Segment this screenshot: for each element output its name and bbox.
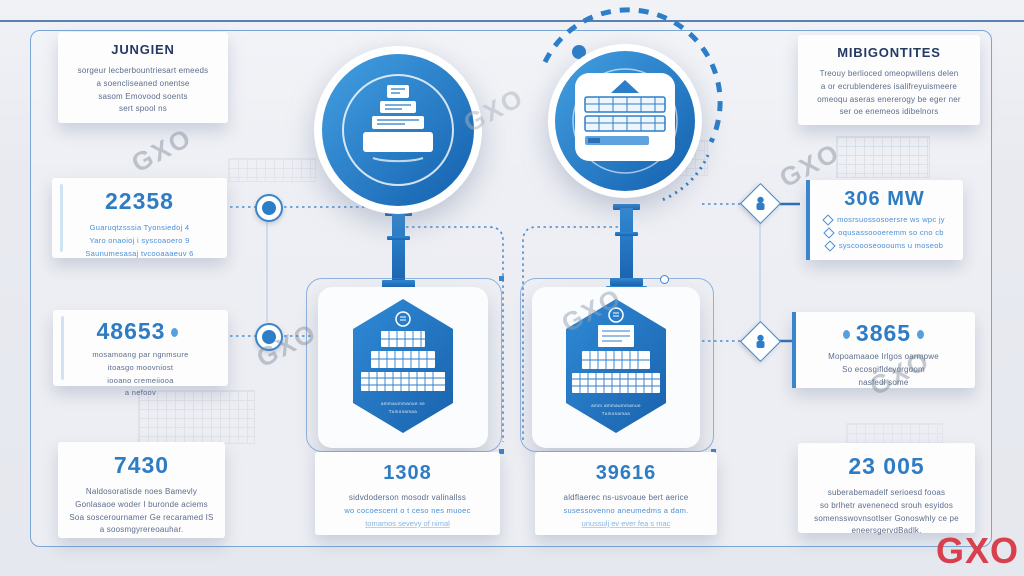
card-text-line: unussulj ev ever fea s mac xyxy=(581,518,671,528)
card-left-title: JUNGIEN sorgeur lecberbountriesart emeed… xyxy=(58,32,228,123)
card-text-line: Saunumesasaj tvcooaaaeuv 6 xyxy=(85,248,194,258)
card-text-line: Guaruqtzsssia Tyonsiedoj 4 xyxy=(89,223,190,232)
svg-text:Tumosamaa: Tumosamaa xyxy=(389,409,418,414)
card-text-line: Treouy berlioced omeopwillens delen xyxy=(819,69,959,78)
card-text-line: eneersgervdBadlk. xyxy=(851,526,922,536)
accent-stripe xyxy=(61,316,64,380)
card-title: JUNGIEN xyxy=(111,42,175,57)
card-text-line: a soencliseaned onentse xyxy=(96,78,190,88)
stat-number: 1308 xyxy=(383,462,432,484)
card-left-stat-1: 22358 Guaruqtzsssia Tyonsiedoj 4 Yaro on… xyxy=(52,178,227,258)
card-text-line: iooano cremeiiooa xyxy=(107,375,174,385)
building-sketch-icon xyxy=(836,136,930,178)
card-text-line: syscoooseoooums u moseob xyxy=(838,240,944,250)
card-text-line: oqusassoooeremm so cno cb xyxy=(838,227,944,237)
connector-diamond-node xyxy=(739,320,782,363)
card-text-line: wo cocoescent o t ceso nes muoec xyxy=(344,505,471,515)
building-sketch-icon xyxy=(138,390,255,444)
card-text-line: suberabemadelf serioesd fooas xyxy=(827,488,946,497)
bullet-icon xyxy=(824,240,836,252)
stat-number: 39616 xyxy=(595,462,657,484)
card-text-line: Mopoamaaoe Irlgos oarmpwe xyxy=(828,352,939,361)
dot-icon xyxy=(171,328,179,338)
card-right-stat-1: 306 MW mosrsuossosoersre ws wpc jy oqusa… xyxy=(806,180,963,260)
card-text-line: a soosmgyrereoauhar. xyxy=(99,525,184,535)
panel-outline xyxy=(306,276,504,454)
data-table-icon xyxy=(575,73,675,161)
accent-stripe xyxy=(60,184,63,252)
svg-text:ammaummanue se: ammaummanue se xyxy=(381,401,425,406)
dot-icon xyxy=(917,330,925,340)
card-text-line: sasom Emovood soents xyxy=(98,91,188,101)
bullet-icon xyxy=(823,227,835,239)
card-text-line: a nefoov xyxy=(124,388,157,398)
connector-circle-node xyxy=(255,194,283,222)
stacked-layers-circle xyxy=(314,46,482,214)
card-text-line: so brlhetr avenenecd srouh esyidos xyxy=(819,500,954,510)
card-text-line: sorgeur lecberbountriesart emeeds xyxy=(77,66,209,75)
card-text-line: aldflaerec ns-usvoaue bert aerice xyxy=(563,493,689,502)
card-text-line: tomamos sevevy of nimal xyxy=(365,518,450,528)
accent-stripe xyxy=(806,180,810,260)
panel-outline xyxy=(520,275,716,454)
stat-number: 306 MW xyxy=(844,188,925,210)
card-text-line: Naldosoratisde noes Bamevly xyxy=(85,487,198,496)
stat-number: 23 005 xyxy=(848,453,925,479)
node-glyph-icon xyxy=(756,196,765,210)
top-rule xyxy=(0,20,1024,22)
stacked-layers-icon xyxy=(363,85,433,163)
card-center-stat-1: 1308 sidvdoderson mosodr valinallss wo c… xyxy=(315,452,500,535)
card-text-line: sidvdoderson mosodr valinallss xyxy=(348,493,467,502)
card-text-line: susessovenno aneumedms a dam. xyxy=(563,505,689,515)
hexagon-icon: ammaummanue se Tumosamaa xyxy=(345,291,461,441)
connector-diamond-node xyxy=(739,182,782,225)
card-center-stat-2: 39616 aldflaerec ns-usvoaue bert aerice … xyxy=(535,452,717,535)
card-text-line: Gonlasaoe woder I buronde aciems xyxy=(75,499,208,509)
stat-number: 3865 xyxy=(855,320,912,346)
card-right-title: MIBIGONTITES Treouy berlioced omeopwille… xyxy=(798,35,980,125)
hex-panel-right: amm ammaummanue Tumosamaa xyxy=(532,287,700,448)
card-text-line: a or ecrublenderes isalifreyuismeere xyxy=(820,81,958,91)
connector-circle-node xyxy=(255,323,283,351)
brand-logo: GXO xyxy=(936,530,1020,571)
card-text-line: mosrsuossosoersre ws wpc jy xyxy=(837,215,945,224)
card-left-stat-3: 7430 Naldosoratisde noes Bamevly Gonlasa… xyxy=(58,442,225,538)
stat-number: 48653 xyxy=(96,318,166,344)
card-text-line: nasfedl some xyxy=(858,377,909,387)
card-text-line: mosamoang par ngnmsure xyxy=(92,350,189,359)
card-text-line: Soa soscerournamer Ge recaramed IS xyxy=(69,512,214,522)
card-text-line: itoasgo moovniost xyxy=(107,362,174,372)
stat-number: 7430 xyxy=(113,452,170,478)
svg-text:amm ammaummanue: amm ammaummanue xyxy=(591,403,641,408)
card-text-line: sert spool ns xyxy=(119,104,167,114)
hex-panel-left: ammaummanue se Tumosamaa xyxy=(318,287,488,448)
card-right-stat-3: 23 005 suberabemadelf serioesd fooas so … xyxy=(798,443,975,535)
card-title: MIBIGONTITES xyxy=(837,45,941,60)
node-glyph-icon xyxy=(756,334,765,348)
building-sketch-icon xyxy=(228,158,316,182)
data-table-circle xyxy=(548,44,702,198)
accent-stripe xyxy=(792,312,796,388)
card-text-line: So ecosgifldcyorgoom xyxy=(842,364,925,374)
bullet-icon xyxy=(822,214,834,227)
card-text-line: somensswovnsotlser Gonoswhly ce pe xyxy=(814,513,959,523)
svg-text:Tumosamaa: Tumosamaa xyxy=(602,411,631,416)
card-text-line: Yaro onaoioj i syscoaoero 9 xyxy=(89,235,190,245)
card-left-stat-2: 48653 mosamoang par ngnmsure itoasgo moo… xyxy=(53,310,228,397)
hexagon-icon: amm ammaummanue Tumosamaa xyxy=(558,291,674,441)
dot-icon xyxy=(842,330,850,340)
stat-number: 22358 xyxy=(105,188,174,214)
card-right-stat-2: 3865 Mopoamaaoe Irlgos oarmpwe So ecosgi… xyxy=(792,312,975,388)
card-text-line: omeoqu aseras enererogy be eger ner xyxy=(817,94,961,104)
card-text-line: ser oe enemeos idibelnors xyxy=(839,107,939,117)
